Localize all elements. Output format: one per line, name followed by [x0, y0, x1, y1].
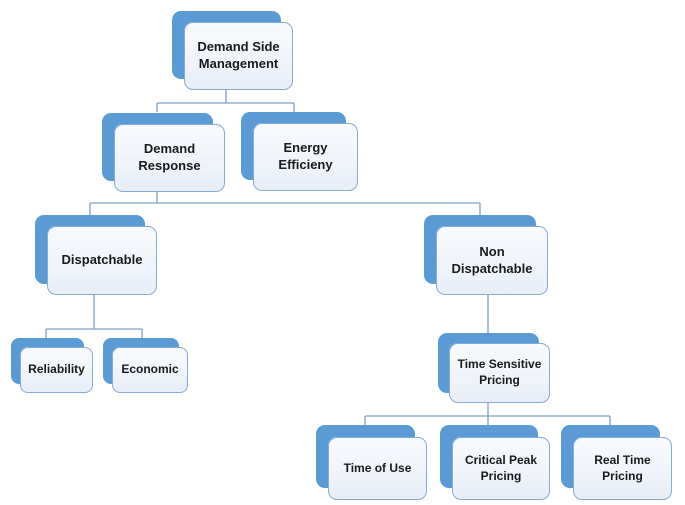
node-economic: Economic [112, 347, 188, 393]
node-label: Demand Response [138, 141, 201, 173]
node-reliability: Reliability [20, 347, 93, 393]
node-time-of-use: Time of Use [328, 437, 427, 500]
node-label: Time of Use [343, 460, 412, 475]
node-label: Time Sensitive Pricing [457, 357, 542, 387]
node-critical-peak-pricing: Critical Peak Pricing [452, 437, 550, 500]
node-dispatchable: Dispatchable [47, 226, 157, 295]
node-label: Non Dispatchable [451, 243, 533, 276]
node-demand-side-management: Demand Side Management [184, 22, 293, 90]
node-non-dispatchable: Non Dispatchable [436, 226, 548, 295]
node-real-time-pricing: Real Time Pricing [573, 437, 672, 500]
node-label: Real Time Pricing [594, 452, 651, 483]
node-energy-efficiency: Energy Efficieny [253, 123, 358, 191]
node-label: Critical Peak Pricing [464, 452, 538, 483]
node-time-sensitive-pricing: Time Sensitive Pricing [449, 343, 550, 403]
node-label: Demand Side Management [197, 39, 280, 71]
node-demand-response: Demand Response [114, 124, 225, 192]
node-label: Energy Efficieny [278, 140, 333, 172]
node-label: Reliability [28, 362, 85, 377]
node-label: Dispatchable [61, 252, 143, 268]
node-label: Economic [121, 362, 179, 377]
